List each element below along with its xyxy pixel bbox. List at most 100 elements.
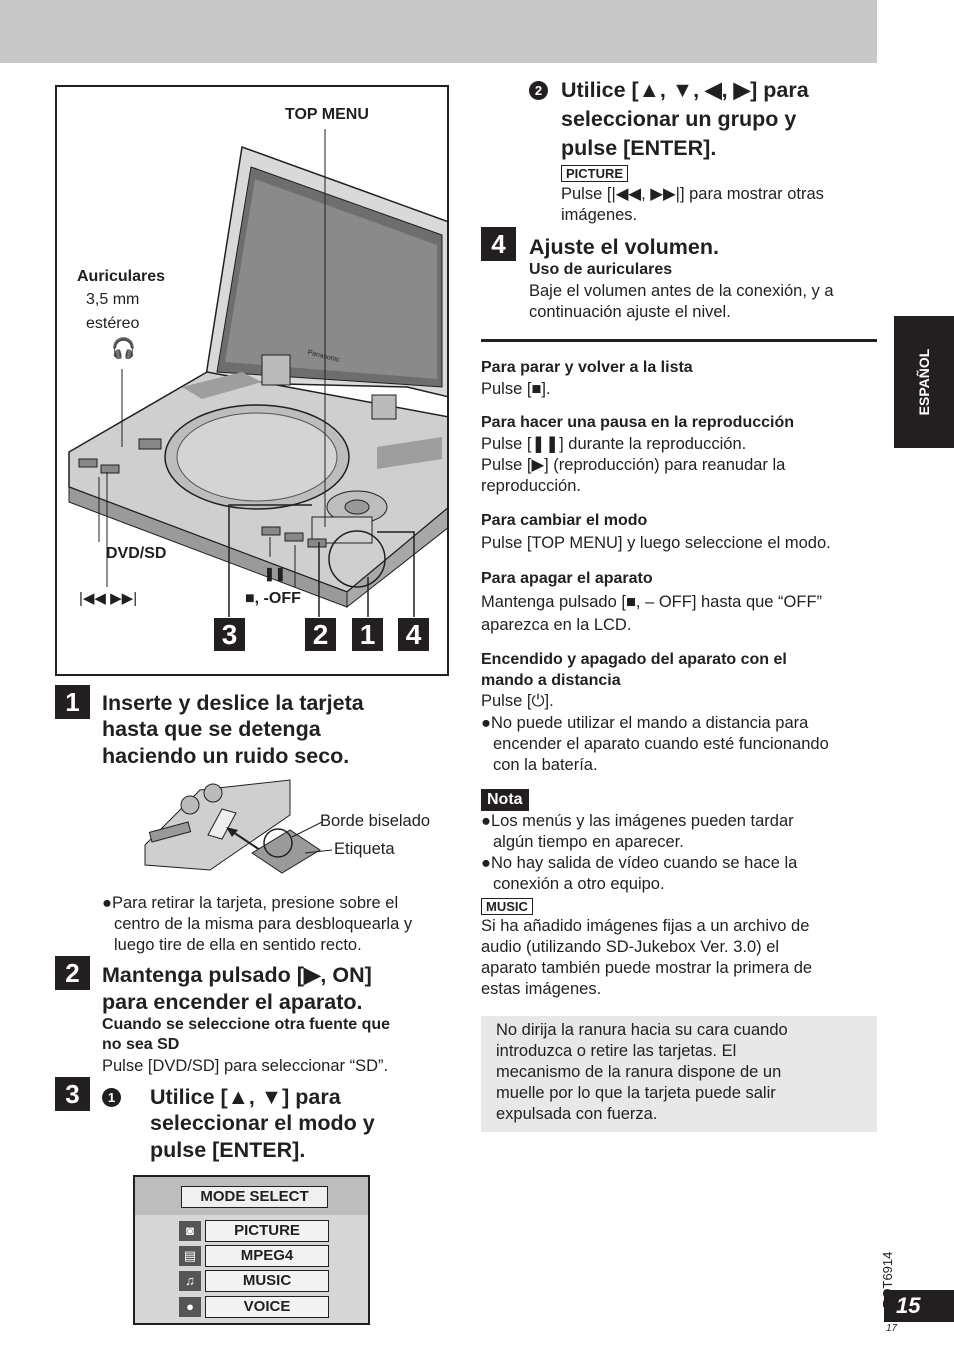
callout-2: 2 [305,618,336,651]
nota-label: Nota [481,789,529,811]
mode-item-voice[interactable]: ● VOICE [179,1296,329,1318]
step-4-text-line-1: Baje el volumen antes de la conexión, y … [529,282,834,300]
dvd-sd-label: DVD/SD [106,545,167,562]
page-number-small: 17 [886,1323,898,1334]
warning-line-5: expulsada con fuerza. [496,1105,658,1123]
tip-pause-title: Para hacer una pausa en la reproducción [481,414,794,431]
tip-remote-line-1: Pulse [⏻]. [481,692,554,710]
circle-number-2: 2 [529,81,548,100]
warning-box [481,1016,877,1132]
warning-line-3: mecanismo de la ranura dispone de un [496,1063,782,1081]
picture-tag: PICTURE [561,165,629,182]
card-insert-illustration [144,779,333,874]
page-number: 15 [884,1290,954,1322]
step-1-heading-line-2: hasta que se detenga [102,717,321,741]
device-illustration: TOP MENU Auriculares 3,5 mm estéreo 🎧 DV… [55,85,449,676]
step-4-number: 4 [481,227,516,261]
warning-line-4: muelle por lo que la tarjeta puede salir [496,1084,776,1102]
tip-remote-line-3: encender el aparato cuando esté funciona… [493,735,829,753]
callout-3: 3 [214,618,245,651]
tip-mode-title: Para cambiar el modo [481,512,648,529]
mode-item-label: VOICE [205,1296,329,1318]
callout-4: 4 [398,618,429,651]
mode-item-picture[interactable]: ◙ PICTURE [179,1220,329,1242]
beveled-edge-label: Borde biselado [320,812,431,830]
step-3-circle-1: 1 [102,1084,121,1111]
warning-line-2: introduzca o retire las tarjetas. El [496,1042,737,1060]
mode-select-menu: MODE SELECT ◙ PICTURE ▤ MPEG4 ♫ MUSIC ● … [133,1175,370,1325]
nota-line-4: conexión a otro equipo. [493,875,665,893]
tip-off-line-2: aparezca en la LCD. [481,616,632,634]
step-4-text-line-2: continuación ajuste el nivel. [529,303,731,321]
nota-line-1: ●Los menús y las imágenes pueden tardar [481,812,794,830]
tip-off-title: Para apagar el aparato [481,570,653,587]
step-3-heading-line-1: Utilice [▲, ▼] para [150,1085,341,1109]
skip-label: |◀◀ ▶▶| [79,590,138,607]
callout-1: 1 [352,618,383,651]
tip-remote-line-2: ●No puede utilizar el mando a distancia … [481,714,809,732]
step-2-heading-line-2: para encender el aparato. [102,990,363,1014]
divider [481,339,877,342]
dvd-player-drawing [68,129,447,617]
step-2-sub-line-2: no sea SD [102,1036,180,1053]
step-3-number: 3 [55,1077,90,1111]
tip-stop-text: Pulse [■]. [481,380,551,398]
step-3-heading-line-2: seleccionar el modo y [150,1111,375,1135]
step-2-number: 2 [55,956,90,990]
music-line-4: estas imágenes. [481,980,602,998]
mode-item-mpeg4[interactable]: ▤ MPEG4 [179,1245,329,1267]
warning-line-1: No dirija la ranura hacia su cara cuando [496,1021,788,1039]
pause-label: ❚❚ [264,566,286,581]
top-menu-label: TOP MENU [285,106,369,123]
camera-icon: ◙ [179,1221,201,1241]
step-3b-circle-2: 2 [529,77,548,104]
mode-item-label: MPEG4 [205,1245,329,1267]
tip-pause-line-1: Pulse [❚❚] durante la reproducción. [481,435,747,453]
music-line-1: Si ha añadido imágenes fijas a un archiv… [481,917,810,935]
step-1-note-line-1: ●Para retirar la tarjeta, presione sobre… [102,894,399,912]
step-2-sub-line-1: Cuando se seleccione otra fuente que [102,1016,391,1033]
tip-remote-title-line-2: mando a distancia [481,672,621,689]
step-3b-heading-line-2: seleccionar un grupo y [561,107,797,131]
tip-off-line-1: Mantenga pulsado [■, – OFF] hasta que “O… [481,593,823,611]
step-2-heading-line-1: Mantenga pulsado [▶, ON] [102,963,372,987]
step-4-sub: Uso de auriculares [529,261,673,278]
label-label: Etiqueta [334,840,395,858]
tip-stop-title: Para parar y volver a la lista [481,359,693,376]
circle-number-1: 1 [102,1088,121,1107]
music-note-icon: ♫ [179,1271,201,1291]
music-line-2: audio (utilizando SD-Jukebox Ver. 3.0) e… [481,938,780,956]
nota-line-2: algún tiempo en aparecer. [493,833,684,851]
microphone-icon: ● [179,1297,201,1317]
tip-pause-line-2: Pulse [▶] (reproducción) para reanudar l… [481,456,786,474]
film-icon: ▤ [179,1246,201,1266]
nota-line-3: ●No hay salida de vídeo cuando se hace l… [481,854,798,872]
stop-off-label: ■, -OFF [245,590,301,607]
step-3b-heading-line-3: pulse [ENTER]. [561,136,717,160]
step-3b-heading-line-1: Utilice [▲, ▼, ◀, ▶] para [561,78,809,102]
step-3b-text-line-1: Pulse [|◀◀, ▶▶|] para mostrar otras [561,185,824,203]
tip-remote-title-line-1: Encendido y apagado del aparato con el [481,651,787,668]
mode-select-header: MODE SELECT [135,1177,368,1215]
header-bar [0,0,877,63]
mode-item-label: MUSIC [205,1270,329,1292]
step-1-number: 1 [55,685,90,719]
mode-item-music[interactable]: ♫ MUSIC [179,1270,329,1292]
music-line-3: aparato también puede mostrar la primera… [481,959,813,977]
step-1-note-line-3: luego tire de ella en sentido recto. [114,936,362,954]
tip-pause-line-3: reproducción. [481,477,581,495]
step-1-note-line-2: centro de la misma para desbloquearla y [114,915,413,933]
step-4-heading: Ajuste el volumen. [529,235,719,259]
headphones-stereo-label: estéreo [86,315,140,332]
mode-select-list: ◙ PICTURE ▤ MPEG4 ♫ MUSIC ● VOICE [135,1215,368,1323]
mode-select-title: MODE SELECT [181,1186,328,1208]
step-2-text: Pulse [DVD/SD] para seleccionar “SD”. [102,1057,389,1075]
mode-item-label: PICTURE [205,1220,329,1242]
language-tab: ESPAÑOL [894,316,954,448]
tip-mode-text: Pulse [TOP MENU] y luego seleccione el m… [481,534,831,552]
headphones-icon: 🎧 [111,338,136,360]
step-1-heading-line-3: haciendo un ruido seco. [102,744,350,768]
headphones-size-label: 3,5 mm [86,291,140,308]
tip-remote-line-4: con la batería. [493,756,598,774]
language-tab-label: ESPAÑOL [916,348,932,416]
